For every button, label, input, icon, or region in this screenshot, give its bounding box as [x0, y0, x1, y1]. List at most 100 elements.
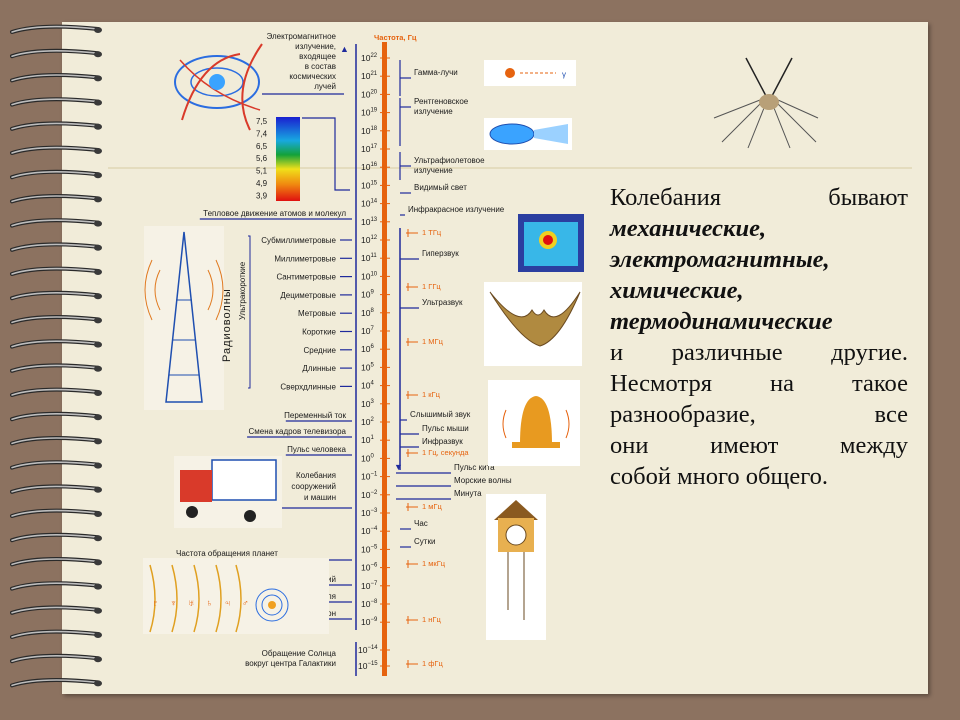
binding-ring [10, 532, 102, 543]
svg-text:γ: γ [562, 70, 566, 79]
day-label: Сутки [414, 537, 435, 546]
binding-ring [10, 460, 102, 470]
radio-band-label: Сантиметровые [276, 273, 336, 282]
cosmic-label-line: Электромагнитное [267, 32, 337, 41]
planet-symbols: ♇♆♅♄♃♂ [152, 598, 249, 608]
radio-band-label: Дециметровые [280, 291, 336, 300]
binding-ring [10, 169, 102, 180]
sun-orbit-label: вокруг центра Галактики [245, 659, 336, 668]
radio-tower-image [144, 226, 224, 410]
unit-label: 1 мкГц [422, 559, 446, 568]
axis-ticks [380, 57, 390, 667]
unit-label: 1 Гц, секунда [422, 448, 469, 457]
exponent-label: 1019 [361, 108, 378, 118]
tv-frame-label: Смена кадров телевизора [249, 427, 347, 436]
cosmic-label-line: космических [289, 72, 336, 81]
infrasound-label: Инфразвук [422, 437, 463, 446]
planet-symbol: ♇ [152, 598, 159, 608]
whale-pulse-label: Пульс кита [454, 463, 495, 472]
ultraviolet-label: Ультрафиолетовое [414, 156, 485, 165]
radio-band-label: Сверхдлинные [280, 382, 336, 391]
exponent-label: 10−1 [361, 472, 378, 482]
wavelength-value: 6,5 [256, 142, 268, 151]
binding-ring [10, 678, 102, 688]
cosmic-label-line: в состав [305, 62, 336, 71]
binding-ring [10, 194, 102, 204]
xray-label: излучение [414, 107, 453, 116]
ultraviolet-label: излучение [414, 166, 453, 175]
audible-sound-label: Слышимый звук [410, 410, 471, 419]
structures-label: сооружений [291, 482, 336, 491]
kind-thermodynamic: термодинамические [610, 308, 833, 335]
right-labels: Гамма-лучиРентгеновскоеизлучениеУльтрафи… [396, 60, 512, 548]
cosmic-label-line: лучей [314, 82, 336, 91]
planet-orbits-image [143, 558, 329, 634]
axis-title: Частота, Гц [374, 33, 417, 42]
binding-ring [10, 363, 102, 373]
binding-ring [10, 73, 102, 83]
binding-ring [10, 653, 102, 664]
binding-ring [10, 436, 102, 446]
cosmic-label-line: излучение, [295, 42, 336, 51]
binding-ring [10, 121, 102, 131]
radio-band-label: Субмиллиметровые [261, 236, 336, 245]
kind-mechanical: механические, [610, 215, 767, 242]
exponent-label: 1021 [361, 71, 378, 81]
binding-ring [10, 48, 102, 59]
planet-symbol: ♂ [242, 598, 249, 608]
gamma-image: γ [484, 60, 576, 86]
exponent-label: 1013 [361, 217, 378, 227]
exponent-label: 106 [361, 344, 374, 354]
unit-label: 1 ТГц [422, 228, 442, 237]
kind-electromagnetic: электромагнитные, [610, 246, 830, 273]
exponent-label: 10−3 [361, 508, 378, 518]
binding-ring [10, 629, 102, 639]
hypersound-label: Гиперзвук [422, 249, 459, 258]
spiral-binding [10, 24, 102, 688]
exponent-label: 1022 [361, 53, 378, 63]
exponent-label: 1011 [361, 253, 377, 263]
planet-symbol: ♄ [206, 598, 213, 608]
exponent-label: 107 [361, 326, 374, 336]
exponent-label: 105 [361, 362, 374, 372]
binding-ring [10, 266, 102, 276]
radio-band-label: Средние [303, 346, 336, 355]
exponent-label: 1018 [361, 126, 378, 136]
binding-ring [10, 605, 102, 615]
exponent-label: 103 [361, 399, 374, 409]
wavelength-value: 5,1 [256, 167, 268, 176]
wavelength-value: 4,9 [256, 179, 268, 188]
exponent-label: 10−4 [361, 526, 378, 536]
binding-ring [10, 508, 102, 518]
exponent-label: 10−7 [361, 581, 378, 591]
alternating-current-label: Переменный ток [284, 411, 346, 420]
svg-text:▼: ▼ [394, 462, 403, 472]
binding-ring [10, 484, 102, 494]
exponent-label: 1015 [361, 180, 378, 190]
unit-label: 1 мГц [422, 502, 442, 511]
sea-waves-label: Морские волны [454, 476, 512, 485]
exponent-label: 1012 [361, 235, 378, 245]
visible-spectrum-bar [276, 117, 300, 201]
text-line-10: собой много общего. [610, 463, 829, 490]
frequency-axis [382, 42, 387, 676]
thermal-motion-label: Тепловое движение атомов и молекул [203, 209, 346, 218]
exponent-label: 1020 [361, 89, 378, 99]
gamma-rays-label: Гамма-лучи [414, 68, 458, 77]
visible-light-label: Видимый свет [414, 183, 467, 192]
exponent-label: 10−14 [358, 645, 378, 655]
kind-chemical: химические, [610, 277, 744, 304]
planet-symbol: ♅ [188, 598, 195, 608]
binding-ring [10, 339, 102, 349]
binding-ring [10, 387, 102, 397]
exponent-label: 1016 [361, 162, 378, 172]
exponent-label: 10−9 [361, 617, 378, 627]
ultrashort-group-label: Ультракороткие [238, 261, 247, 320]
unit-label: 1 фГц [422, 659, 443, 668]
text-line-8: разнообразие,все [610, 401, 908, 428]
